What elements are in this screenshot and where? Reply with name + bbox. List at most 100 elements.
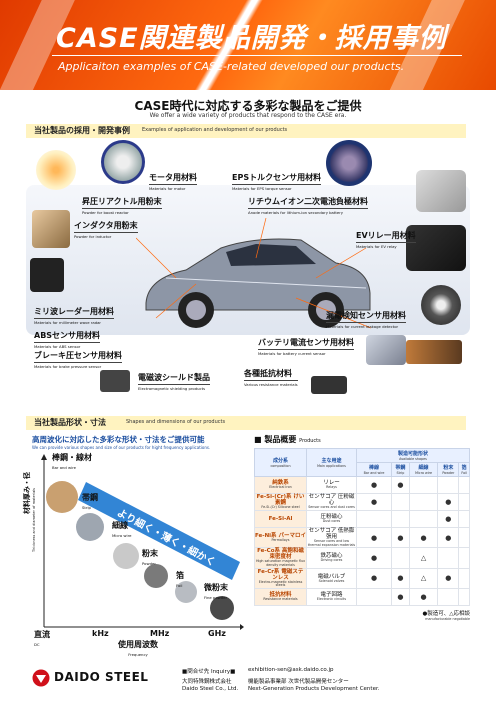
section-title-en: Shapes and dimensions of our products [126,419,226,425]
cell-availability: ● [391,567,410,590]
hero-banner: CASE関連製品開発・採用事例 Applicaiton examples of … [0,0,496,90]
cell-availability [408,476,439,494]
motor-material-image [101,140,145,184]
cell-availability [391,510,410,528]
cell-availability: ● [391,588,410,607]
cell-availability: △ [408,547,439,569]
cell-availability [408,510,439,528]
cell-composition: Fe-Si-Al [254,510,307,528]
cell-availability [458,493,470,511]
cell-availability [458,476,470,494]
cell-availability: ● [355,567,393,590]
cell-availability [408,493,439,511]
shapes-diagram: 高周波化に対応した多彩な形状・寸法をご提供可能 We can provide v… [23,434,244,657]
section-shapes-header: 当社製品形状・寸法 Shapes and dimensions of our p… [26,416,466,430]
cell-availability: ● [355,493,393,511]
cell-availability [458,547,470,569]
lead-heading-en: We offer a wide variety of products that… [149,112,347,119]
inquiry-email-link[interactable]: exhibition-sen@ask.daido.co.jp [248,667,334,673]
cell-availability: ● [391,476,410,494]
brand-name: DAIDO STEEL [54,670,149,684]
x-tick-khz: kHz [92,629,109,638]
cell-availability: ● [408,526,439,549]
inductor-image [32,210,70,248]
shapes-title: 高周波化に対応した多彩な形状・寸法をご提供可能 [32,435,205,444]
lead-heading: CASE時代に対応する多彩な製品をご提供 [134,99,362,113]
section-title: 当社製品の採用・開発事例 [34,126,130,135]
shapes-title-en: We can provide various shapes and size o… [32,445,211,450]
cell-availability [437,588,460,607]
cell-availability: ● [437,493,460,511]
section-applications-header: 当社製品の採用・開発事例 Examples of application and… [26,124,466,138]
x-tick-mhz: MHz [150,629,170,638]
eps-sensor-image [326,140,372,186]
department-name: 機能製品事業部 次世代製品開発センター [248,679,349,685]
cell-availability: ● [355,476,393,494]
resistance-material-image [406,340,462,364]
cell-availability [458,526,470,549]
cell-availability [458,567,470,590]
title-underline [52,55,462,56]
ev-relay-image [406,225,466,271]
current-sensor-image [366,335,406,365]
cell-availability: ● [437,526,460,549]
shapes-chart [41,454,244,630]
powder-image [36,150,76,190]
cell-availability: ● [437,510,460,528]
cell-availability: ● [355,547,393,569]
radar-image [30,258,64,292]
cell-availability [355,588,393,607]
shield-product-image [100,370,130,392]
cell-availability [437,476,460,494]
cell-availability [391,493,410,511]
footer: DAIDO STEEL ■問合せ先 Inquiry■ exhibition-se… [0,661,496,701]
y-axis-label-en: Thickness and diameter of materials [32,487,36,552]
daido-logo-icon [32,669,50,687]
cell-availability [391,547,410,569]
page-subtitle: Applicaiton examples of CASE-related dev… [58,60,405,73]
products-title: ■ 製品概要 Products [254,435,321,444]
cell-availability: ● [355,526,393,549]
cell-availability [355,510,393,528]
page-title: CASE関連製品開発・採用事例 [56,23,447,54]
